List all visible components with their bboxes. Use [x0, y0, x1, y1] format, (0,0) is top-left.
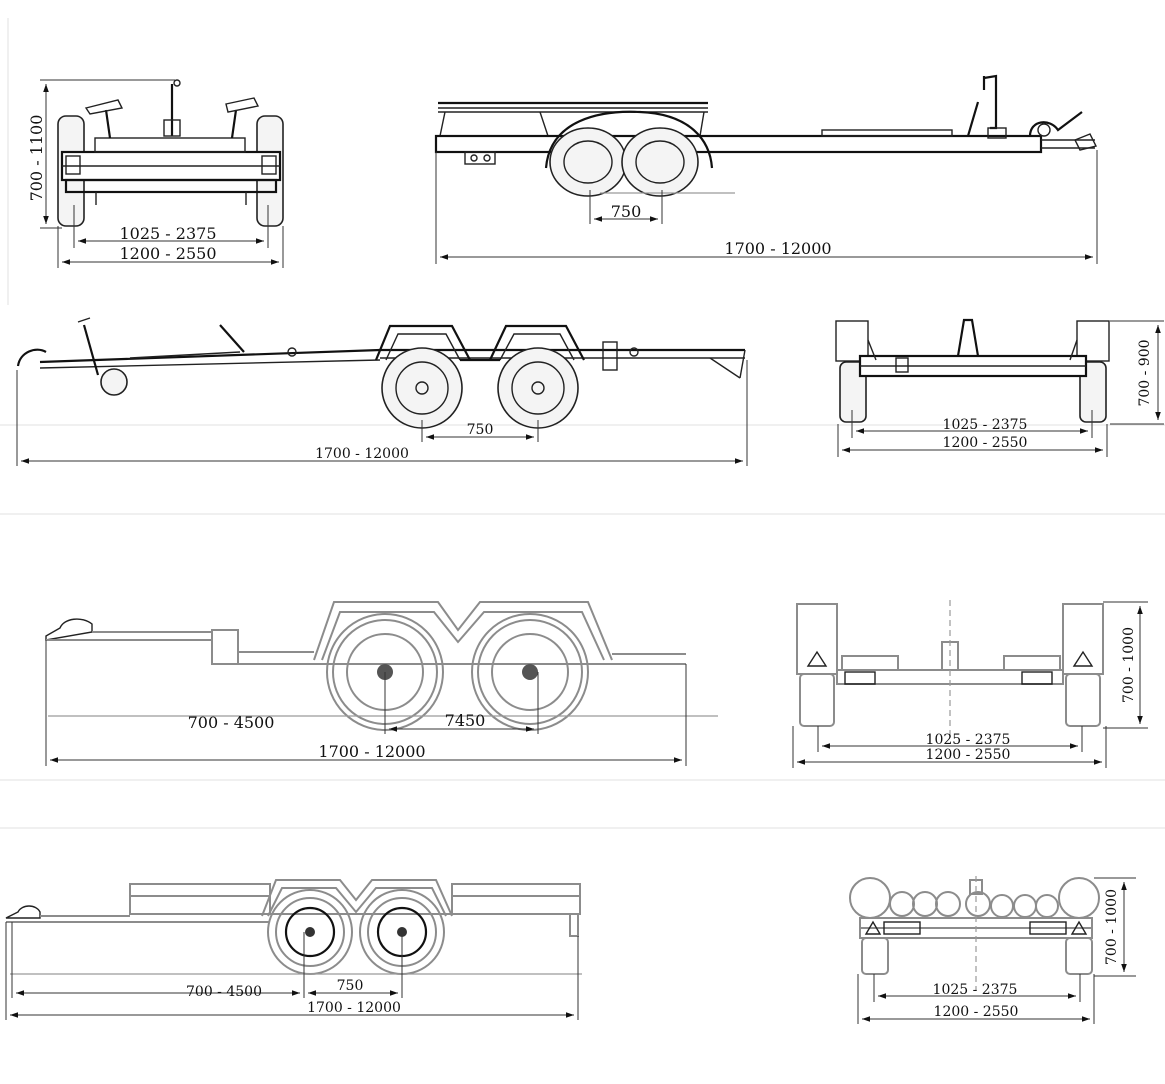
- v7-axle-spacing-label: 750: [337, 978, 364, 994]
- view-rear-middle-right: 700 - 900 1025 - 2375 1200 - 2550: [835, 318, 1164, 457]
- v5-axle-spacing-label: 7450: [445, 711, 486, 730]
- v6-outer-width-label: 1200 - 2550: [926, 747, 1011, 763]
- v3-length-label: 1700 - 12000: [315, 446, 409, 462]
- view-rear-third-right: 700 - 1000 1025 - 2375 1200 - 2550: [792, 600, 1148, 768]
- v4-outer-width-label: 1200 - 2550: [943, 435, 1028, 451]
- v3-axle-spacing-label: 750: [467, 422, 494, 438]
- view-side-third-left: 7450 700 - 4500 1700 - 12000: [45, 601, 718, 766]
- v2-axle-spacing-label: 750: [611, 202, 642, 221]
- v1-inner-track-label: 1025 - 2375: [119, 224, 216, 243]
- v8-inner-track-label: 1025 - 2375: [933, 982, 1018, 998]
- v6-inner-track-label: 1025 - 2375: [926, 732, 1011, 748]
- view-side-bottom-left: 700 - 4500 750 1700 - 12000: [5, 879, 582, 1020]
- view-side-top-right: 750 1700 - 12000: [434, 74, 1098, 264]
- v1-height-label: 700 - 1100: [27, 115, 46, 202]
- v4-height-label: 700 - 900: [1137, 339, 1153, 406]
- v5-length-label: 1700 - 12000: [318, 742, 425, 761]
- v1-outer-width-label: 1200 - 2550: [119, 244, 216, 263]
- view-side-middle-left: 750 1700 - 12000: [16, 317, 748, 466]
- view-rear-bottom-right: 700 - 1000 1025 - 2375 1200 - 2550: [849, 876, 1136, 1024]
- view-rear-top-left: 700 - 1100 1025 - 2375 1200 - 2550: [27, 79, 284, 268]
- v8-height-label: 700 - 1000: [1104, 889, 1120, 965]
- v4-inner-track-label: 1025 - 2375: [943, 417, 1028, 433]
- v7-length-label: 1700 - 12000: [307, 1000, 401, 1016]
- v2-length-label: 1700 - 12000: [724, 239, 831, 258]
- v6-height-label: 700 - 1000: [1121, 627, 1137, 703]
- v5-drawbar-label: 700 - 4500: [188, 713, 275, 732]
- v7-drawbar-label: 700 - 4500: [186, 984, 262, 1000]
- v8-outer-width-label: 1200 - 2550: [934, 1004, 1019, 1020]
